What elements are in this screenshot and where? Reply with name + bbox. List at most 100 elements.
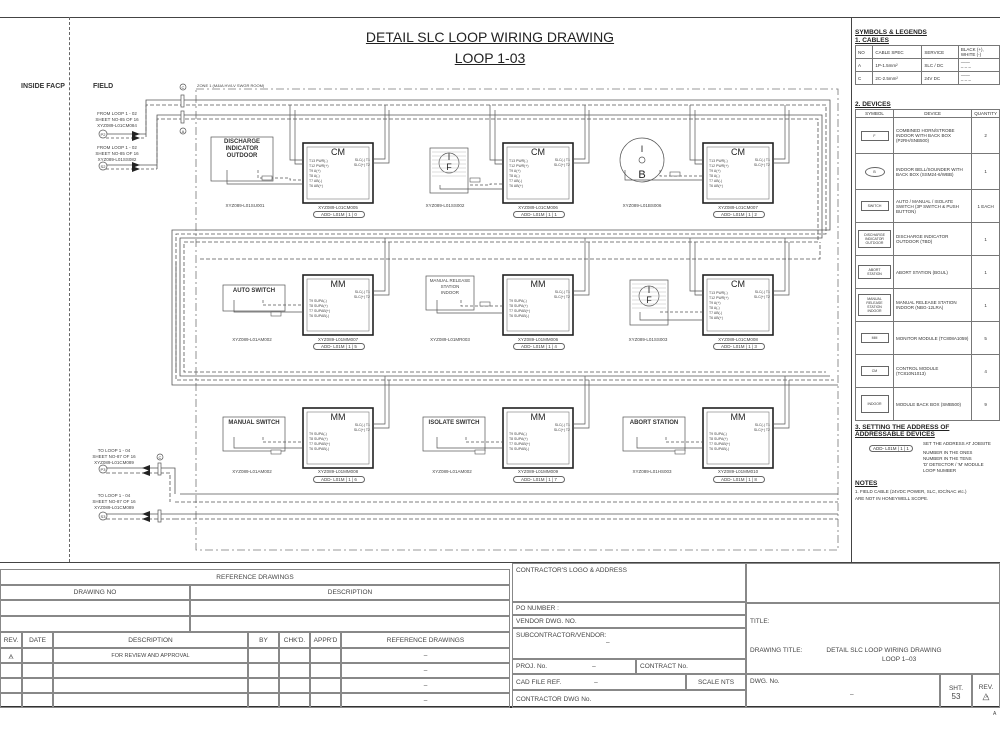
svg-text:SLC(-) T1: SLC(-) T1 — [755, 158, 770, 162]
legend-divider — [851, 17, 852, 562]
svg-text:SLC(-) T1: SLC(-) T1 — [755, 290, 770, 294]
subcontractor-cell: SUBCONTRACTOR/VENDOR: – — [512, 628, 746, 659]
svg-text:MM: MM — [531, 412, 546, 422]
title-line-2: LOOP 1-03 — [454, 50, 526, 66]
abort-station-icon: ABORT STATION — [858, 265, 891, 279]
address-badge: ADD- L01M | 1 | 7 — [513, 476, 565, 483]
title-area: TITLE: DRAWING TITLE:DETAIL SLC LOOP WIR… — [746, 603, 1000, 674]
svg-text:T9 A(+): T9 A(+) — [709, 169, 721, 173]
incoming-label-s2: FROM LOOP 1 - 02 SHEET NO-85 OF 16 XYZ08… — [95, 145, 139, 162]
svg-text:T12 PWR(+): T12 PWR(+) — [309, 164, 329, 168]
svg-text:I: I — [448, 152, 451, 162]
svg-text:T13 PWR(-): T13 PWR(-) — [709, 291, 728, 295]
svg-text:F: F — [446, 162, 452, 172]
svg-text:T6 SUPAB(-): T6 SUPAB(-) — [309, 447, 329, 451]
svg-text:T7 SUPAB(+): T7 SUPAB(+) — [509, 309, 530, 313]
incoming-label-p2: FROM LOOP 1 - 02 SHEET NO-85 OF 16 XYZ08… — [95, 111, 139, 128]
manual-release-icon: MANUAL RELEASE STATION INDOOR — [858, 294, 891, 316]
drawing-no-header: DRAWING NO — [0, 585, 190, 600]
ref-cell — [190, 600, 510, 616]
svg-text:SLC(-) T1: SLC(-) T1 — [755, 423, 770, 427]
svg-text:CM: CM — [531, 147, 545, 157]
address-badge: ADD- L01M | 1 | 1 — [513, 211, 565, 218]
svg-text:T12 PWR(+): T12 PWR(+) — [709, 296, 729, 300]
ref-drawings-heading: REFERENCE DRAWINGS — [0, 569, 510, 585]
address-badge: ADD- L01M | 1 | 6 — [313, 476, 365, 483]
svg-text:T9 SUPA(-): T9 SUPA(-) — [509, 432, 527, 436]
module-tag: XYZ089-L01CM008 — [718, 337, 758, 342]
module-tag: XYZ089-L01MM006 — [517, 337, 559, 342]
device-label: AUTO SWITCH — [232, 288, 276, 294]
po-number-label: PO NUMBER : — [512, 602, 746, 615]
svg-text:SLC(-) T1: SLC(-) T1 — [555, 290, 570, 294]
contractor-logo-label: CONTRACTOR'S LOGO & ADDRESS — [512, 563, 746, 602]
cad-file-cell: CAD FILE REF.– — [512, 674, 686, 690]
svg-text:T6 AB(+): T6 AB(+) — [709, 316, 723, 320]
switch-icon: SWITCH — [860, 201, 889, 211]
svg-text:I: I — [648, 285, 651, 295]
notes-heading: NOTES — [855, 480, 878, 487]
svg-text:T9 SUPA(-): T9 SUPA(-) — [309, 432, 327, 436]
svg-text:SLC(+) T2: SLC(+) T2 — [354, 428, 370, 432]
address-badge: ADD- L01M | 1 | 2 — [713, 211, 765, 218]
svg-text:T7 AB(-): T7 AB(-) — [709, 311, 722, 315]
dwg-no-cell: DWG. No. – — [746, 674, 940, 708]
ref-cell — [0, 616, 190, 632]
svg-text:T13 PWR(-): T13 PWR(-) — [509, 159, 528, 163]
svg-text:A: A — [182, 129, 185, 134]
address-heading: 3. SETTING THE ADDRESS OF ADDRESSABLE DE… — [855, 424, 950, 438]
svg-text:T6 SUPAB(-): T6 SUPAB(-) — [509, 314, 529, 318]
svg-text:T8 SUPA(+): T8 SUPA(+) — [509, 437, 528, 441]
device-label: MANUAL SWITCH — [228, 420, 280, 426]
device-tag: XYZ089-L01AM002 — [432, 469, 472, 474]
svg-text:SLC(-) T1: SLC(-) T1 — [555, 423, 570, 427]
svg-text:T6 AB(+): T6 AB(+) — [509, 184, 523, 188]
address-badge: ADD- L01M | 1 | 8 — [713, 476, 765, 483]
module-tag: XYZ089-L01MM010 — [717, 469, 759, 474]
svg-text:P2: P2 — [101, 132, 107, 137]
svg-text:SLC(+) T2: SLC(+) T2 — [354, 163, 370, 167]
monitor-module-icon: MM — [860, 333, 889, 343]
svg-text:SLC(+) T2: SLC(+) T2 — [554, 163, 570, 167]
svg-text:SLC(+) T2: SLC(+) T2 — [554, 295, 570, 299]
device-tag: XYZ089-L01SS003 — [628, 337, 668, 342]
contract-no-label: CONTRACT No. — [636, 659, 746, 674]
device-label: ABORT STATION — [629, 420, 679, 426]
drawing-title-loop: LOOP 1–03 — [882, 656, 917, 663]
rev-cell: REV. △A — [972, 674, 1000, 708]
contractor-dwg-label: CONTRACTOR DWG No. — [512, 690, 746, 708]
svg-text:SLC(+) T2: SLC(+) T2 — [754, 295, 770, 299]
sheet-cell: SHT. 53 — [940, 674, 972, 708]
client-logo-area — [746, 563, 1000, 603]
inside-facp-label: INSIDE FACP — [21, 83, 65, 90]
svg-text:T9 SUPA(-): T9 SUPA(-) — [509, 299, 527, 303]
discharge-indicator-icon: DISCHARGE INDICATOR OUTDOOR — [858, 230, 891, 248]
address-sample: ADD- L01M | 1 | 1 — [869, 445, 913, 452]
scale-label: SCALE NTS — [686, 674, 746, 690]
ref-cell — [190, 616, 510, 632]
svg-text:T9 A(+): T9 A(+) — [709, 301, 721, 305]
svg-text:MM: MM — [531, 279, 546, 289]
address-badge: ADD- L01M | 1 | 4 — [513, 343, 565, 350]
svg-text:CM: CM — [331, 147, 345, 157]
svg-text:SLC(+) T2: SLC(+) T2 — [754, 428, 770, 432]
svg-text:SLC(-) T1: SLC(-) T1 — [355, 423, 370, 427]
svg-text:T6 AB(+): T6 AB(+) — [309, 184, 323, 188]
svg-text:T8 A(-): T8 A(-) — [309, 174, 320, 178]
svg-text:T8 A(-): T8 A(-) — [709, 306, 720, 310]
svg-text:T7 AB(-): T7 AB(-) — [709, 179, 722, 183]
device-label: DISCHARGE INDICATOR OUTDOOR — [223, 139, 260, 159]
device-tag: XYZ089-L01AM002 — [232, 337, 272, 342]
svg-text:C: C — [182, 85, 185, 90]
back-box-icon: INDOOR — [860, 395, 889, 413]
legend-heading: SYMBOLS & LEGENDS — [855, 29, 927, 36]
col-cable-spec: CABLE SPEC — [872, 45, 923, 59]
device-tag: XYZ089-L01SU001 — [225, 203, 265, 208]
frame-top-border — [0, 17, 1000, 18]
svg-text:T9 A(+): T9 A(+) — [309, 169, 321, 173]
